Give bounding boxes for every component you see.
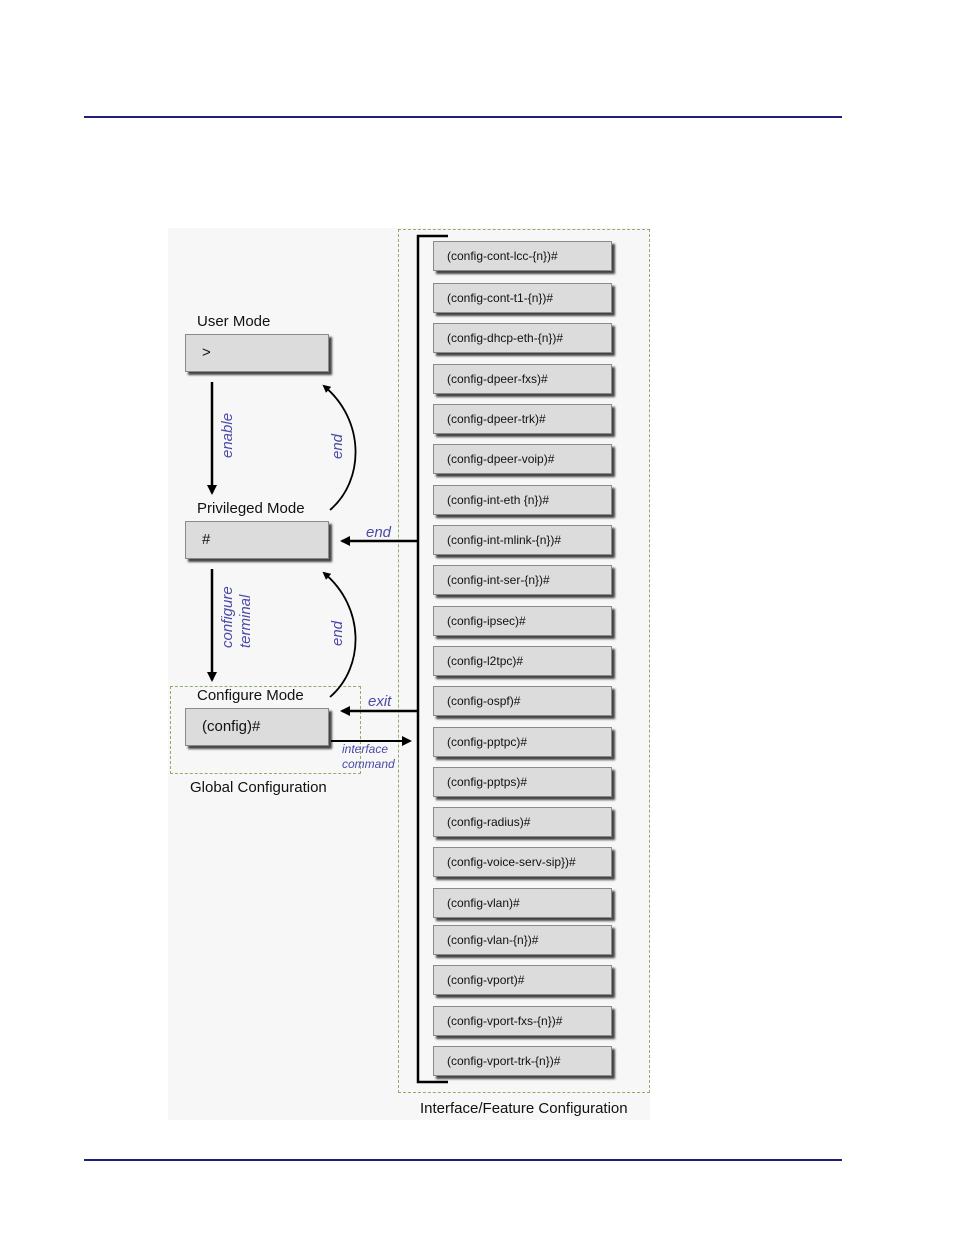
interface-label: interface: [342, 742, 388, 756]
config-prompt-box: (config-vport-trk-{n})#: [433, 1046, 612, 1076]
end-label-upper: end: [329, 433, 346, 459]
config-prompt-box: (config-dpeer-fxs)#: [433, 364, 612, 394]
footer-rule: [84, 1159, 842, 1161]
config-prompt-box: (config-voice-serv-sip})#: [433, 847, 612, 877]
interface-bracket: [416, 234, 448, 1084]
interface-config-region: [398, 229, 650, 1093]
privileged-mode-title: Privileged Mode: [197, 500, 305, 517]
config-prompt-box: (config-cont-t1-{n})#: [433, 283, 612, 313]
end-label-right: end: [366, 524, 392, 541]
privileged-mode-prompt-box: #: [185, 521, 329, 559]
config-prompt-box: (config-dpeer-trk)#: [433, 404, 612, 434]
config-prompt-box: (config-radius)#: [433, 807, 612, 837]
configure-mode-title: Configure Mode: [197, 687, 304, 704]
config-prompt-box: (config-vport-fxs-{n})#: [433, 1006, 612, 1036]
configure-mode-prompt-box: (config)#: [185, 708, 329, 746]
config-prompt-box: (config-vport)#: [433, 965, 612, 995]
end-label-lower: end: [329, 620, 346, 646]
enable-label: enable: [219, 413, 236, 458]
exit-label: exit: [368, 693, 392, 710]
config-prompt-box: (config-ipsec)#: [433, 606, 612, 636]
config-prompt-box: (config-cont-lcc-{n})#: [433, 241, 612, 271]
config-prompt-box: (config-int-mlink-{n})#: [433, 525, 612, 555]
config-prompt-box: (config-l2tpc)#: [433, 646, 612, 676]
configure-label: configure: [219, 586, 236, 648]
terminal-label: terminal: [237, 594, 254, 648]
config-prompt-box: (config-dpeer-voip)#: [433, 444, 612, 474]
config-prompt-box: (config-pptpc)#: [433, 727, 612, 757]
config-prompt-box: (config-int-ser-{n})#: [433, 565, 612, 595]
config-prompt-box: (config-ospf)#: [433, 686, 612, 716]
user-mode-prompt-box: >: [185, 334, 329, 372]
global-config-region: [170, 686, 361, 774]
global-configuration-label: Global Configuration: [190, 779, 327, 796]
config-prompt-box: (config-dhcp-eth-{n})#: [433, 323, 612, 353]
config-prompt-box: (config-int-eth {n})#: [433, 485, 612, 515]
config-prompt-box: (config-vlan-{n})#: [433, 925, 612, 955]
user-mode-title: User Mode: [197, 313, 271, 330]
interface-configuration-label: Interface/Feature Configuration: [420, 1100, 628, 1117]
header-rule: [84, 116, 842, 118]
end-curve-arrow-lower: [322, 571, 357, 698]
command-label: command: [342, 757, 395, 771]
end-curve-arrow-upper: [322, 384, 357, 511]
config-prompt-box: (config-vlan)#: [433, 888, 612, 918]
config-prompt-box: (config-pptps)#: [433, 767, 612, 797]
